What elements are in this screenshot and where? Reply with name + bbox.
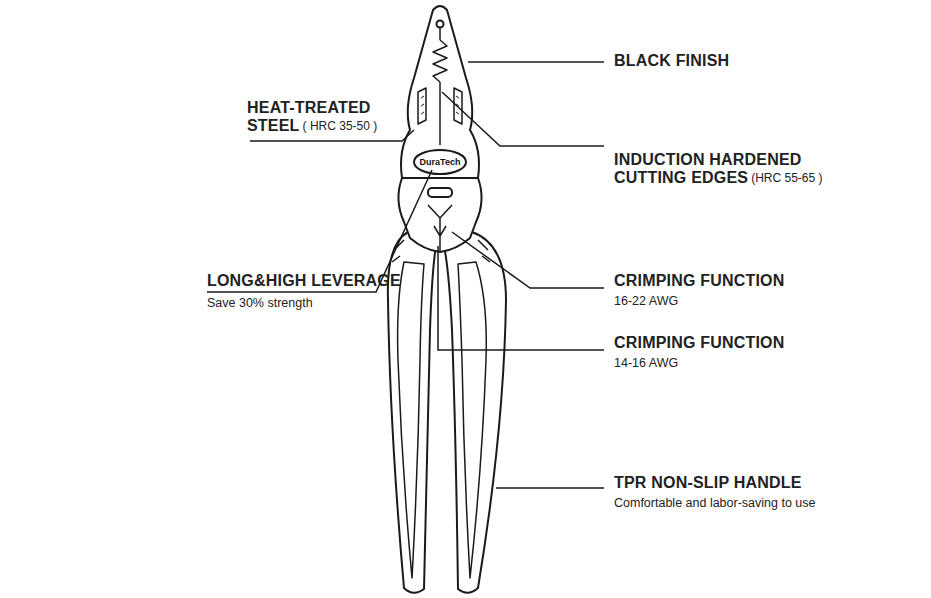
feature-heading: CRIMPING FUNCTION <box>614 272 785 290</box>
feature-note: 14-16 AWG <box>614 356 678 370</box>
hardness-note: ( HRC 35-50 ) <box>303 120 378 134</box>
feature-heading: TPR NON-SLIP HANDLE <box>614 474 802 492</box>
feature-heading: CRIMPING FUNCTION <box>614 334 785 352</box>
feature-note: Comfortable and labor-saving to use <box>614 496 816 510</box>
pivot-slot <box>428 188 452 197</box>
feature-heading: BLACK FINISH <box>614 52 729 70</box>
brand-logo: DuraTech <box>420 157 461 167</box>
pliers-body <box>388 6 506 593</box>
leader-lines <box>207 62 604 488</box>
feature-note: Save 30% strength <box>207 296 313 310</box>
jaw-slot-ribs <box>421 96 459 114</box>
logo-badge <box>414 150 466 174</box>
gripping-teeth <box>433 40 447 82</box>
crimping-notches <box>428 205 452 252</box>
jaw-head <box>401 6 479 178</box>
right-handle <box>444 232 506 593</box>
leader-line <box>468 61 604 63</box>
leader-line <box>442 92 604 146</box>
jaw-line <box>439 28 441 40</box>
jaw-side-slots <box>418 88 462 124</box>
leader-line <box>452 232 604 288</box>
feature-note: 16-22 AWG <box>614 294 678 308</box>
leader-line <box>496 487 604 489</box>
feature-heading: LONG&HIGH LEVERAGE <box>207 272 401 290</box>
jaw-tip-hole <box>437 21 444 28</box>
left-grip-inlay <box>398 262 424 578</box>
right-grip-inlay <box>458 262 486 578</box>
leader-line <box>438 246 604 350</box>
leader-line <box>207 170 432 292</box>
cutting-edge-line <box>439 82 441 145</box>
hardness-note: (HRC 55-65 ) <box>751 172 822 186</box>
